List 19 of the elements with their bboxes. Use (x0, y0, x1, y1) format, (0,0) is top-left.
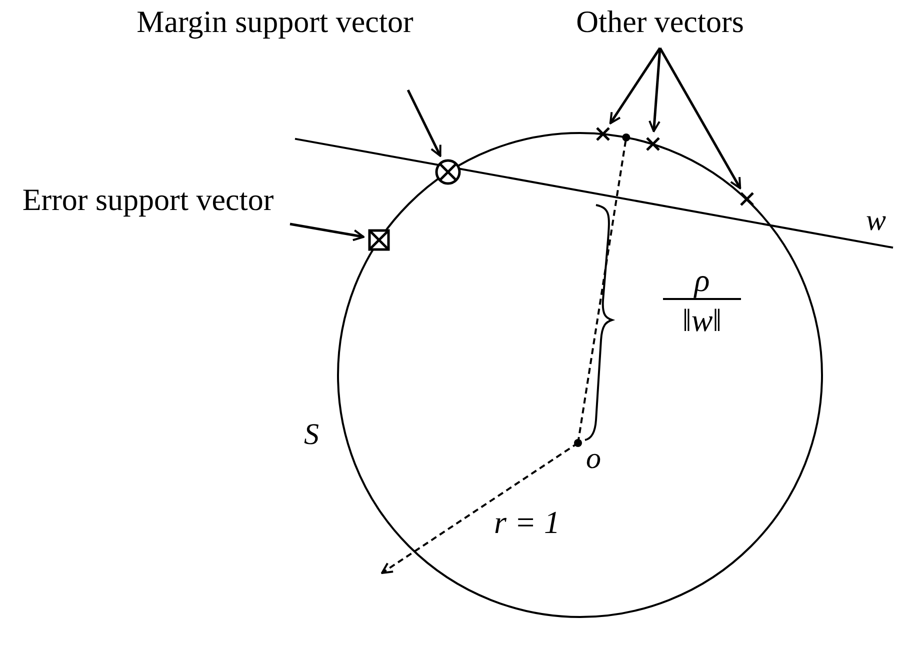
callout-text: Other vectors (576, 4, 744, 39)
boxed-cross-marker (368, 228, 390, 251)
callout-text: Error support vector (22, 182, 274, 217)
arrow (658, 47, 742, 190)
arrow (406, 89, 442, 157)
cross-marker (738, 191, 755, 208)
callout-text: Margin support vector (136, 4, 414, 39)
math-label: r = 1 (494, 506, 560, 538)
cross-marker (595, 126, 612, 142)
math-label: o (586, 444, 601, 474)
math-label: ‖w‖ (682, 301, 722, 340)
cross-marker (644, 136, 661, 152)
math-label: ρ (694, 262, 710, 298)
math-label: S (304, 420, 319, 450)
arrow (290, 222, 365, 242)
math-label: w (866, 206, 886, 236)
arrow (609, 47, 662, 124)
circled-cross-marker (435, 159, 462, 186)
arrow (648, 48, 662, 132)
